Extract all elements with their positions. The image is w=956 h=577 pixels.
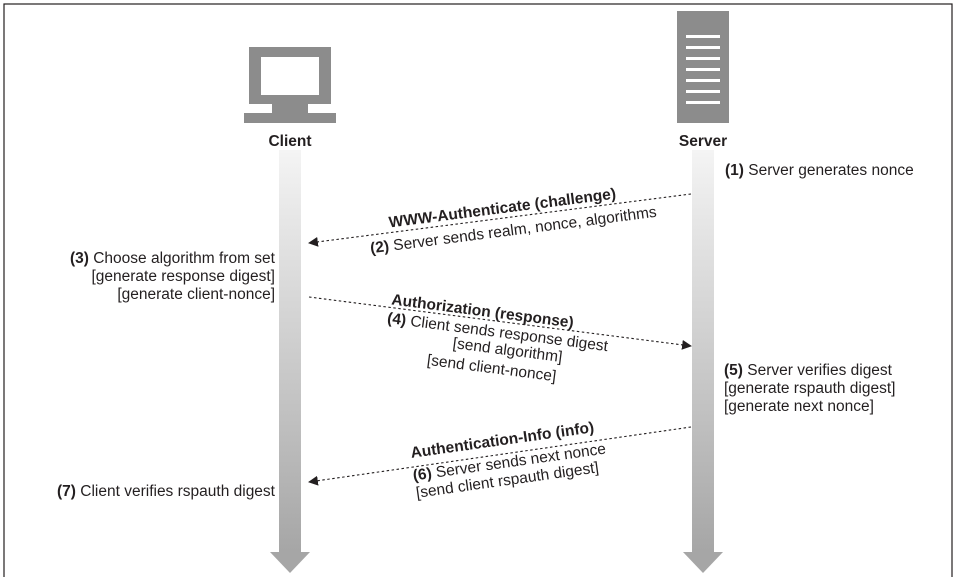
- step-7-label: (7) Client verifies rspauth digest: [57, 483, 276, 500]
- response-arrow: [308, 296, 692, 350]
- step-5-extra-1: [generate rspauth digest]: [724, 380, 895, 397]
- step-3-extra-1: [generate response digest]: [91, 268, 275, 285]
- step-3-extra-2: [generate client-nonce]: [117, 286, 275, 303]
- step-5-label: (5) Server verifies digest: [724, 362, 893, 379]
- step-1-number: (1): [725, 162, 744, 179]
- step-7-text: Client verifies rspauth digest: [80, 483, 275, 500]
- step-1-label: (1) Server generates nonce: [725, 162, 914, 179]
- server-rack-icon: [677, 11, 729, 123]
- step-3-number: (3): [70, 250, 89, 267]
- step-4-number: (4): [386, 310, 407, 329]
- challenge-arrow: [308, 193, 692, 247]
- step-5-extra-2: [generate next nonce]: [724, 398, 874, 415]
- diagram-border: [3, 3, 953, 577]
- step-3-label: (3) Choose algorithm from set: [70, 250, 276, 267]
- client-computer-icon: [244, 47, 336, 123]
- client-lifeline: [270, 150, 310, 573]
- step-7-number: (7): [57, 483, 76, 500]
- info-arrow: [308, 426, 692, 486]
- server-label: Server: [679, 133, 727, 150]
- step-3-text: Choose algorithm from set: [93, 250, 275, 267]
- step-1-text: Server generates nonce: [748, 162, 913, 179]
- step-2-number: (2): [369, 238, 390, 257]
- server-lifeline: [683, 150, 723, 573]
- client-label: Client: [268, 133, 311, 150]
- step-5-number: (5): [724, 362, 743, 379]
- step-5-text: Server verifies digest: [747, 362, 892, 379]
- step-6-number: (6): [412, 465, 433, 484]
